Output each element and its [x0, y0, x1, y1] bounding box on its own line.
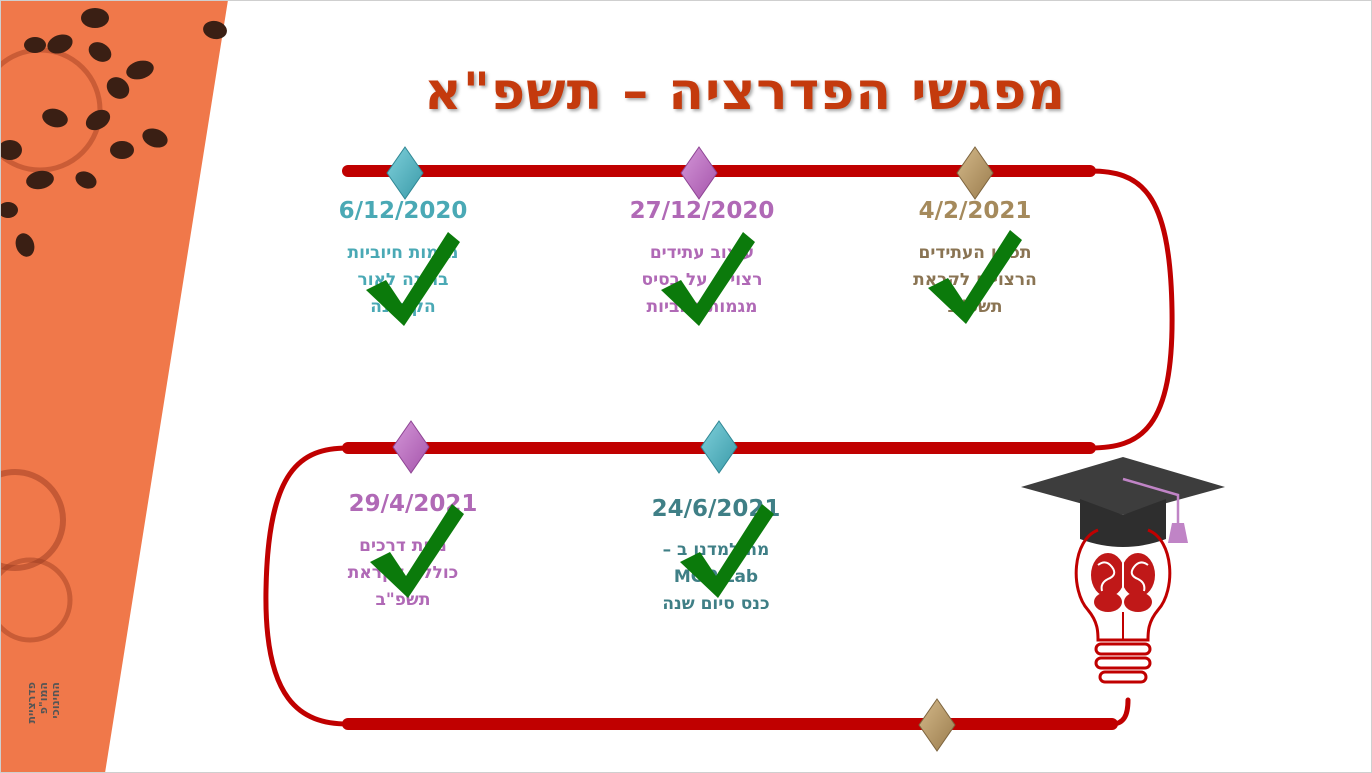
diamond-marker-icon: [918, 698, 956, 752]
check-mark-icon: [928, 230, 1022, 324]
meeting-date: 27/12/2020: [629, 198, 775, 224]
lightbulb-brain-icon: [1074, 528, 1172, 684]
meeting-date: 6/12/2020: [338, 198, 468, 224]
check-mark-icon: [366, 232, 460, 326]
page-title: מפגשי הפדרציה – תשפ"א: [423, 62, 1066, 122]
diamond-marker-icon: [392, 420, 430, 474]
meeting-description-line: תשפ"ב: [375, 590, 431, 610]
meeting-description-line: מגמות חיוביות: [347, 243, 459, 263]
graduation-cap-icon: [1021, 457, 1225, 547]
orange-side-panel: [0, 0, 228, 773]
diamond-marker-icon: [956, 146, 994, 200]
meeting-description-line: כנס סיום שנה: [662, 594, 770, 614]
diamond-marker-icon: [700, 420, 738, 474]
check-mark-icon: [680, 504, 774, 598]
meeting-date: 4/2/2021: [918, 198, 1032, 224]
diamond-marker-icon: [386, 146, 424, 200]
diamond-marker-icon: [680, 146, 718, 200]
check-mark-icon: [370, 504, 464, 598]
side-label-line: החינוכי: [49, 682, 62, 719]
side-label: פדרציית המו"פ החינוכי: [25, 682, 62, 742]
check-mark-icon: [661, 232, 755, 326]
